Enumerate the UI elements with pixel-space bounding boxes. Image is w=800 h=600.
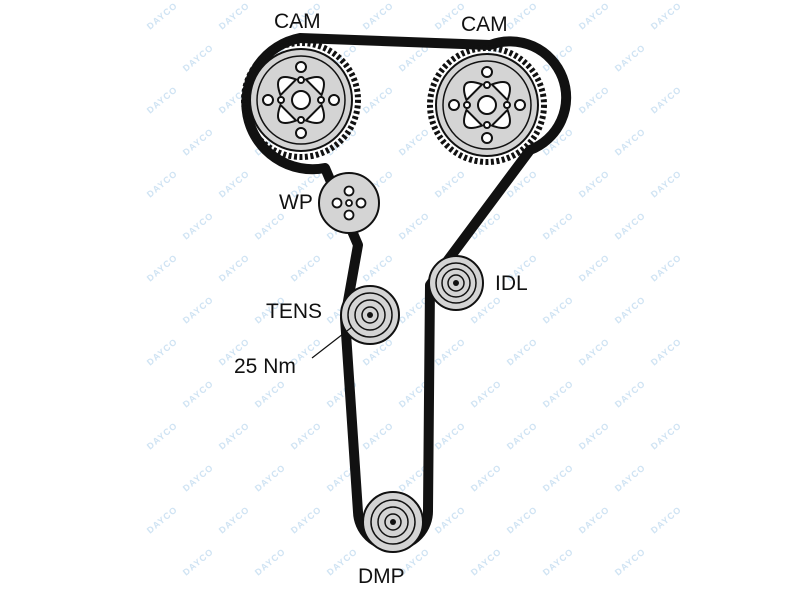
watermark-text: DAYCO: [649, 252, 684, 283]
watermark-text: DAYCO: [433, 168, 468, 199]
watermark-text: DAYCO: [649, 504, 684, 535]
watermark-text: DAYCO: [613, 294, 648, 325]
idler-pulley: [428, 255, 484, 311]
watermark-text: DAYCO: [361, 84, 396, 115]
label-water-pump: WP: [279, 191, 313, 214]
torque-leader-line: [311, 326, 353, 359]
watermark-text: DAYCO: [217, 168, 252, 199]
watermark-text: DAYCO: [253, 210, 288, 241]
watermark-text: DAYCO: [145, 168, 180, 199]
watermark-text: DAYCO: [217, 420, 252, 451]
watermark-text: DAYCO: [181, 42, 216, 73]
watermark-text: DAYCO: [181, 546, 216, 577]
watermark-text: DAYCO: [577, 504, 612, 535]
watermark-text: DAYCO: [433, 336, 468, 367]
watermark-text: DAYCO: [649, 420, 684, 451]
watermark-text: DAYCO: [361, 252, 396, 283]
watermark-text: DAYCO: [577, 336, 612, 367]
watermark-text: DAYCO: [145, 504, 180, 535]
watermark-text: DAYCO: [253, 378, 288, 409]
watermark-text: DAYCO: [217, 504, 252, 535]
watermark-text: DAYCO: [649, 84, 684, 115]
damper-pulley: [362, 491, 424, 553]
label-damper: DMP: [358, 565, 405, 588]
watermark-text: DAYCO: [469, 546, 504, 577]
watermark-text: DAYCO: [181, 294, 216, 325]
watermark-text: DAYCO: [541, 294, 576, 325]
watermark-text: DAYCO: [433, 504, 468, 535]
watermark-text: DAYCO: [397, 210, 432, 241]
watermark-text: DAYCO: [289, 504, 324, 535]
watermark-text: DAYCO: [181, 210, 216, 241]
watermark-text: DAYCO: [145, 420, 180, 451]
watermark-text: DAYCO: [505, 420, 540, 451]
watermark-text: DAYCO: [613, 462, 648, 493]
watermark-text: DAYCO: [541, 546, 576, 577]
watermark-text: DAYCO: [145, 252, 180, 283]
watermark-text: DAYCO: [649, 168, 684, 199]
watermark-text: DAYCO: [145, 0, 180, 31]
watermark-text: DAYCO: [145, 84, 180, 115]
watermark-text: DAYCO: [469, 462, 504, 493]
watermark-text: DAYCO: [217, 252, 252, 283]
watermark-text: DAYCO: [505, 336, 540, 367]
watermark-text: DAYCO: [505, 504, 540, 535]
watermark-text: DAYCO: [361, 0, 396, 31]
watermark-text: DAYCO: [181, 462, 216, 493]
label-idler: IDL: [495, 272, 528, 295]
watermark-text: DAYCO: [577, 84, 612, 115]
watermark-text: DAYCO: [289, 252, 324, 283]
watermark-text: DAYCO: [397, 126, 432, 157]
watermark-text: DAYCO: [577, 0, 612, 31]
watermark-text: DAYCO: [613, 546, 648, 577]
watermark-text: DAYCO: [145, 336, 180, 367]
watermark-text: DAYCO: [541, 462, 576, 493]
watermark-text: DAYCO: [613, 378, 648, 409]
watermark-text: DAYCO: [613, 210, 648, 241]
watermark-text: DAYCO: [577, 420, 612, 451]
watermark-text: DAYCO: [649, 0, 684, 31]
label-tensioner: TENS: [266, 300, 322, 323]
water-pump-pulley: [318, 172, 380, 234]
watermark-text: DAYCO: [541, 378, 576, 409]
watermark-text: DAYCO: [541, 210, 576, 241]
watermark-text: DAYCO: [181, 378, 216, 409]
watermark-text: DAYCO: [469, 378, 504, 409]
watermark-text: DAYCO: [649, 336, 684, 367]
watermark-text: DAYCO: [613, 126, 648, 157]
watermark-text: DAYCO: [253, 462, 288, 493]
label-cam-right: CAM: [461, 13, 508, 36]
watermark-text: DAYCO: [217, 0, 252, 31]
watermark-text: DAYCO: [361, 420, 396, 451]
tensioner-pulley: [340, 285, 400, 345]
label-torque: 25 Nm: [234, 355, 296, 378]
watermark-text: DAYCO: [577, 168, 612, 199]
cam-sprocket-left: [241, 40, 361, 160]
watermark-text: DAYCO: [577, 252, 612, 283]
cam-sprocket-right: [427, 45, 547, 165]
label-cam-left: CAM: [274, 10, 321, 33]
watermark-text: DAYCO: [505, 0, 540, 31]
watermark-text: DAYCO: [289, 420, 324, 451]
watermark-text: DAYCO: [253, 546, 288, 577]
watermark-text: DAYCO: [433, 420, 468, 451]
watermark-text: DAYCO: [325, 546, 360, 577]
watermark-text: DAYCO: [181, 126, 216, 157]
watermark-text: DAYCO: [613, 42, 648, 73]
